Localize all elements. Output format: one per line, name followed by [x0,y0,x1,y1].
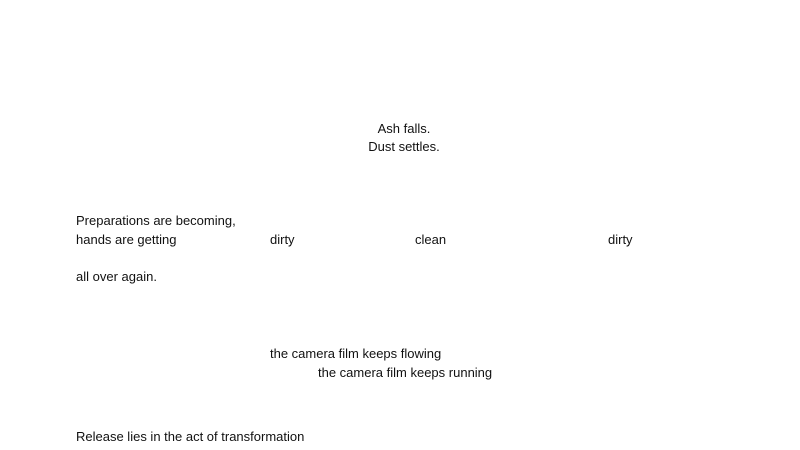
line-release: Release lies in the act of transformatio… [76,429,305,444]
line-film-flowing: the camera film keeps flowing [270,346,442,361]
line-hands-getting: hands are getting [76,232,177,247]
line-all-over-again: all over again. [76,269,157,284]
word-dirty-second: dirty [608,232,633,247]
line-preparations: Preparations are becoming, [76,213,236,228]
word-clean: clean [415,232,447,247]
line-ash-falls: Ash falls. [377,121,431,136]
line-dust-settles: Dust settles. [368,139,440,154]
line-film-running: the camera film keeps running [318,365,493,380]
word-dirty-first: dirty [270,232,295,247]
